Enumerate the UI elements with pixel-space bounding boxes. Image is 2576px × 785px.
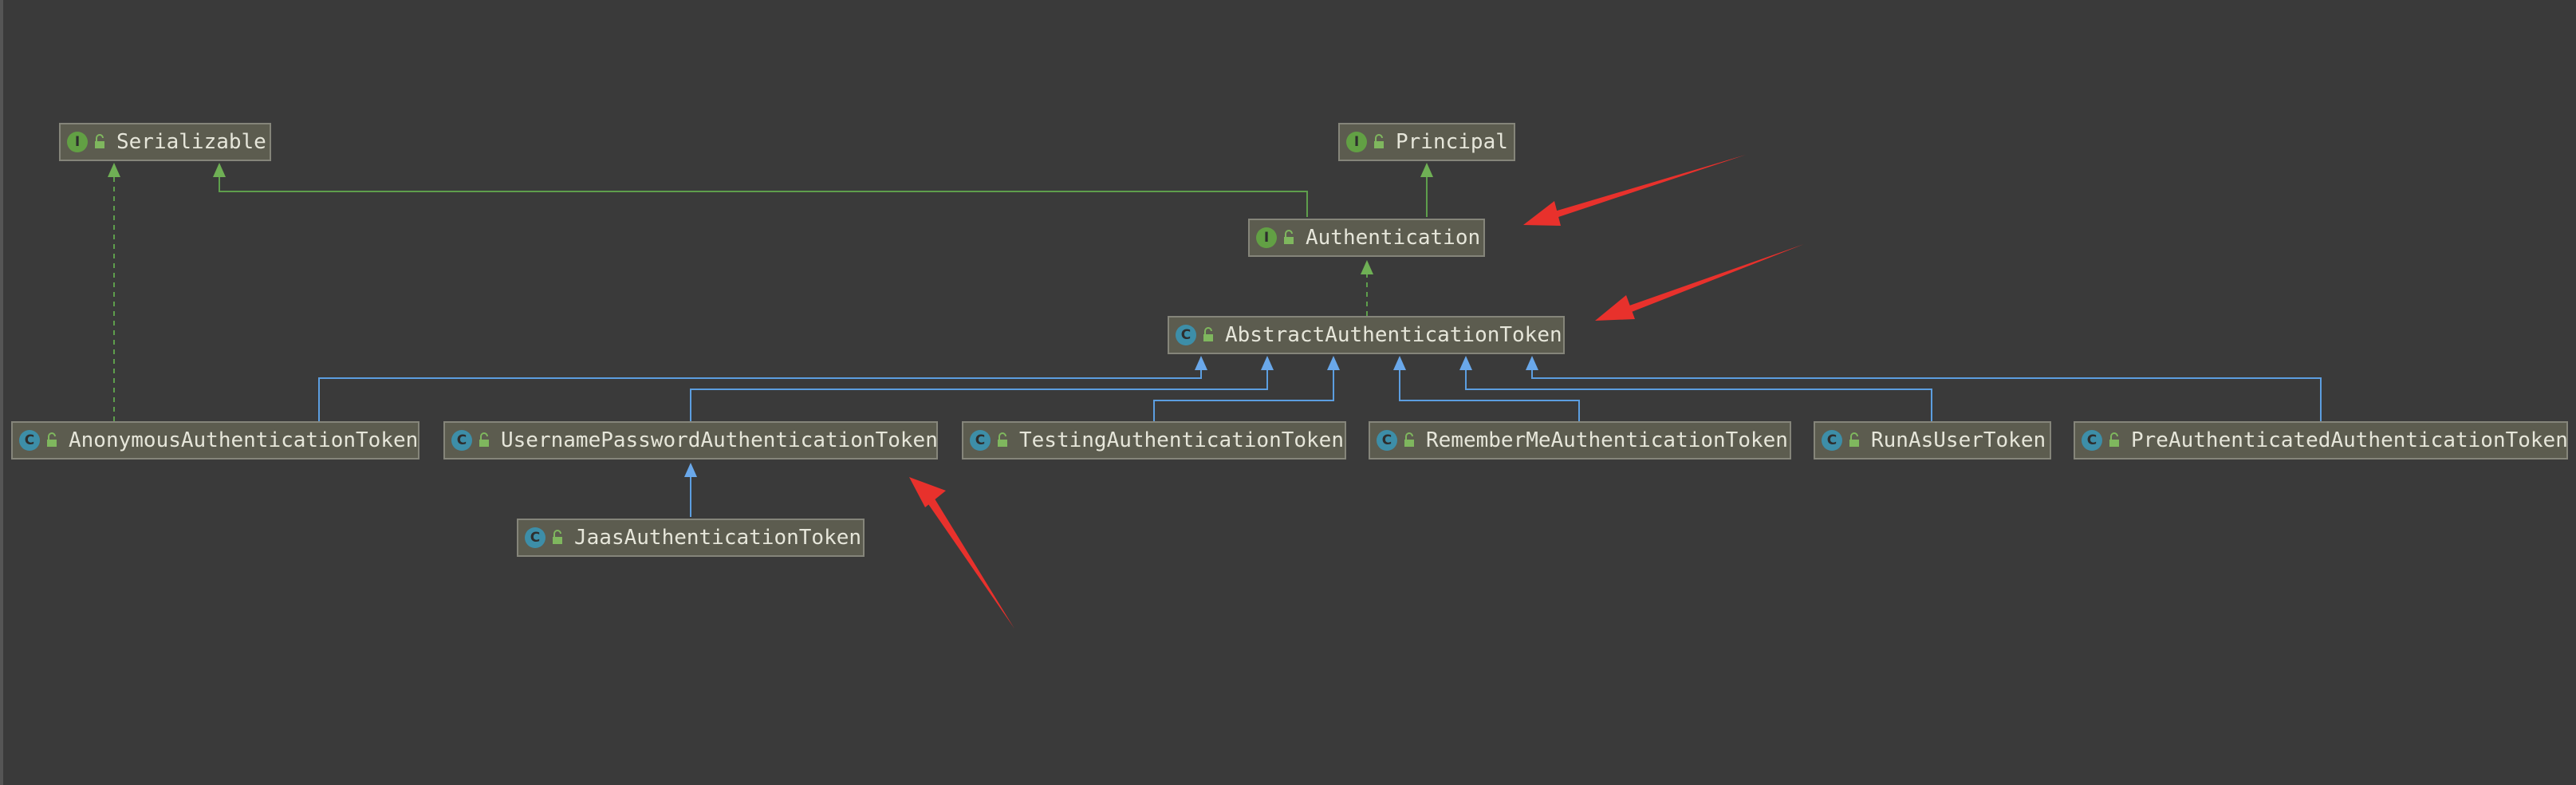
- unlock-icon: [553, 530, 562, 544]
- highlight-arrow-authentication: [1523, 155, 1746, 226]
- unlock-icon: [1284, 230, 1294, 244]
- edge-username-abstract: [690, 359, 1268, 421]
- class-icon: C: [2082, 430, 2102, 451]
- arrowhead: [1261, 356, 1274, 370]
- edge-authentication-serializable: [219, 166, 1308, 217]
- node-run-as-user-token[interactable]: C RunAsUserToken: [1814, 421, 2051, 460]
- highlight-arrow-abstract-token: [1595, 244, 1804, 321]
- unlock-icon: [1849, 432, 1859, 447]
- interface-icon: I: [67, 132, 88, 152]
- arrowhead: [1361, 260, 1373, 274]
- node-label: PreAuthenticatedAuthenticationToken: [2131, 428, 2568, 452]
- node-username-password-authentication-token[interactable]: C UsernamePasswordAuthenticationToken: [443, 421, 938, 460]
- arrowhead: [1195, 356, 1207, 370]
- interface-icon: I: [1346, 132, 1367, 152]
- class-icon: C: [970, 430, 991, 451]
- unlock-icon: [1203, 327, 1213, 341]
- edge-layer: [108, 155, 2322, 629]
- unlock-icon: [479, 432, 489, 447]
- node-pre-authenticated-authentication-token[interactable]: C PreAuthenticatedAuthenticationToken: [2074, 421, 2568, 460]
- highlight-arrow-username-password-token: [909, 477, 1014, 629]
- node-label: JaasAuthenticationToken: [574, 526, 862, 550]
- node-label: Principal: [1396, 130, 1508, 154]
- node-label: Serializable: [116, 130, 266, 154]
- node-abstract-authentication-token[interactable]: C AbstractAuthenticationToken: [1168, 316, 1565, 354]
- arrowhead: [108, 163, 120, 177]
- unlock-icon: [1374, 134, 1384, 148]
- edge-runas-abstract: [1465, 359, 1932, 421]
- node-testing-authentication-token[interactable]: C TestingAuthenticationToken: [962, 421, 1346, 460]
- class-icon: C: [19, 430, 40, 451]
- node-label: RunAsUserToken: [1871, 428, 2046, 452]
- interface-icon: I: [1256, 227, 1277, 248]
- node-anonymous-authentication-token[interactable]: C AnonymousAuthenticationToken: [11, 421, 419, 460]
- edge-testing-abstract: [1153, 359, 1334, 421]
- node-label: TestingAuthenticationToken: [1019, 428, 1344, 452]
- node-serializable[interactable]: I Serializable: [59, 123, 271, 161]
- arrowhead: [1459, 356, 1472, 370]
- arrowhead: [1327, 356, 1340, 370]
- node-remember-me-authentication-token[interactable]: C RememberMeAuthenticationToken: [1369, 421, 1791, 460]
- node-label: UsernamePasswordAuthenticationToken: [501, 428, 938, 452]
- arrowhead: [1526, 356, 1538, 370]
- arrowhead: [684, 463, 697, 477]
- class-icon: C: [451, 430, 472, 451]
- unlock-icon: [2109, 432, 2119, 447]
- class-icon: C: [1176, 325, 1196, 345]
- node-label: AnonymousAuthenticationToken: [69, 428, 419, 452]
- unlock-icon: [47, 432, 57, 447]
- class-icon: C: [1377, 430, 1397, 451]
- node-label: Authentication: [1306, 226, 1481, 250]
- node-jaas-authentication-token[interactable]: C JaasAuthenticationToken: [517, 519, 865, 557]
- unlock-icon: [998, 432, 1007, 447]
- unlock-icon: [95, 134, 104, 148]
- class-icon: C: [1822, 430, 1842, 451]
- arrowhead: [1420, 163, 1433, 177]
- unlock-icon: [1404, 432, 1414, 447]
- node-authentication[interactable]: I Authentication: [1248, 219, 1485, 257]
- node-principal[interactable]: I Principal: [1338, 123, 1515, 161]
- arrowhead: [1393, 356, 1406, 370]
- node-label: RememberMeAuthenticationToken: [1426, 428, 1788, 452]
- edge-rememberme-abstract: [1399, 359, 1580, 421]
- arrowhead: [213, 163, 226, 177]
- node-label: AbstractAuthenticationToken: [1225, 323, 1562, 347]
- class-icon: C: [525, 527, 546, 548]
